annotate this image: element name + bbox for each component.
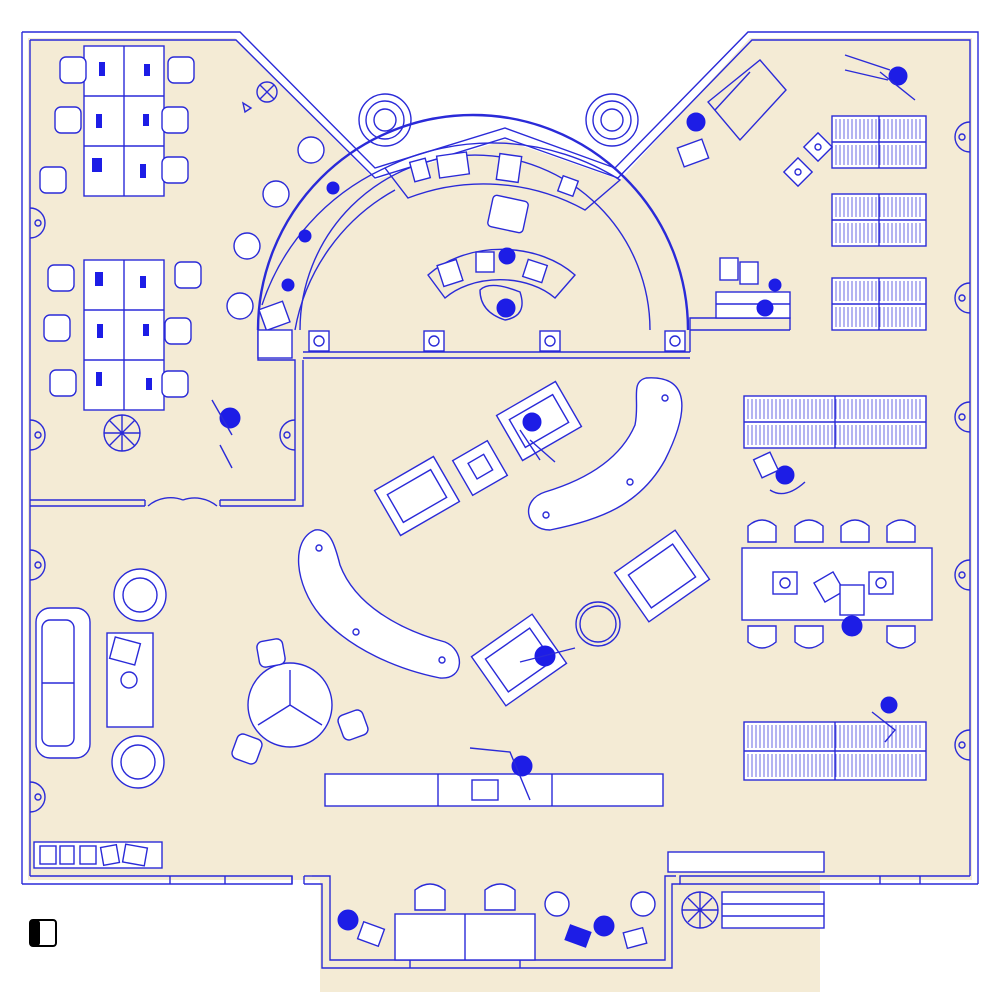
main-hall [231,377,711,807]
wall-lamps [29,121,971,813]
central-reading-room [226,113,690,359]
outdoor-planters [358,93,639,147]
lamps [782,131,834,188]
north-arrow-icon [29,919,57,947]
office-workstations [39,45,278,469]
study-table [741,451,933,743]
counter-ornaments [281,181,340,292]
reading-corner-top-right [676,54,916,319]
pillars [308,330,686,352]
entrance-alcove [337,851,825,961]
exterior-walls [21,31,979,969]
left-lounge [33,568,167,869]
